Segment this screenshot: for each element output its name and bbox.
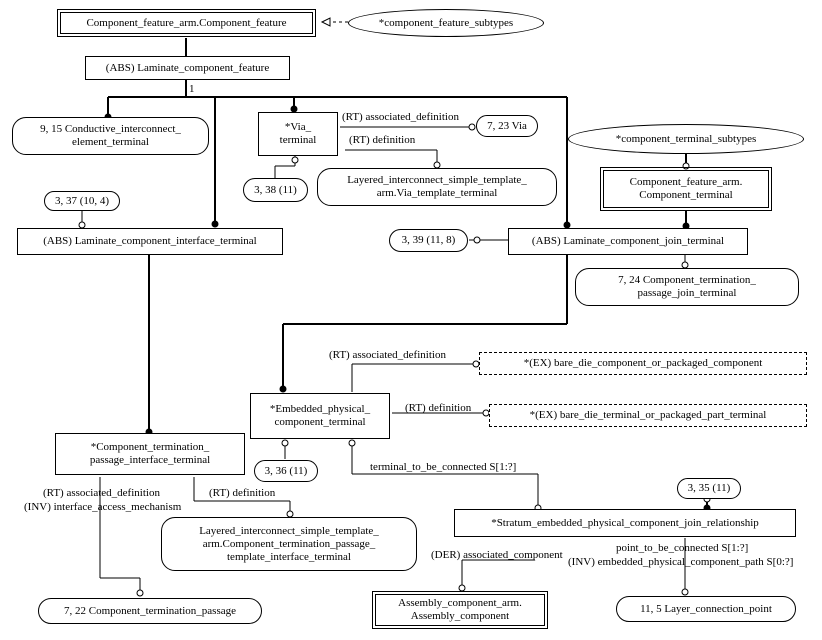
bare-die-component-label: *(EX) bare_die_component_or_packaged_com… bbox=[523, 357, 763, 369]
passage-def-label: (RT) definition bbox=[209, 487, 276, 499]
via-template-line2: arm.Via_template_terminal bbox=[376, 187, 498, 199]
via-terminal-line1: *Via_ bbox=[284, 121, 312, 133]
passage-join-terminal-ref: 7, 24 Component_termination_ passage_joi… bbox=[575, 268, 799, 306]
via-template-line1: Layered_interconnect_simple_template_ bbox=[347, 174, 527, 186]
passage-interface-terminal-box: *Component_termination_ passage_interfac… bbox=[55, 433, 245, 475]
laminate-interface-terminal-label: (ABS) Laminate_component_interface_termi… bbox=[43, 235, 257, 247]
interface-page-ref-label: 3, 37 (10, 4) bbox=[54, 194, 110, 207]
component-feature-subtypes-oval: *component_feature_subtypes bbox=[348, 9, 544, 37]
via-def-label: (RT) definition bbox=[349, 134, 416, 146]
bare-die-terminal-label: *(EX) bare_die_terminal_or_packaged_part… bbox=[529, 409, 767, 421]
laminate-join-terminal-box: (ABS) Laminate_component_join_terminal bbox=[508, 228, 748, 255]
join-page-ref-label: 3, 39 (11, 8) bbox=[401, 234, 456, 246]
passage-template-line1: Layered_interconnect_simple_template_ bbox=[199, 524, 379, 537]
subtypes-arrowhead bbox=[320, 17, 331, 27]
bare-die-component-box: *(EX) bare_die_component_or_packaged_com… bbox=[479, 352, 807, 375]
conductive-terminal-line2: element_terminal bbox=[72, 136, 149, 148]
conductive-terminal-ref: 9, 15 Conductive_interconnect_ element_t… bbox=[12, 117, 209, 155]
interface-page-ref: 3, 37 (10, 4) bbox=[44, 191, 120, 211]
terminal-to-connect-label: terminal_to_be_connected S[1:?] bbox=[370, 461, 517, 473]
component-terminal-line1: Component_feature_arm. bbox=[629, 176, 743, 188]
component-feature-label: Component_feature_arm.Component_feature bbox=[86, 16, 287, 29]
passage-join-terminal-line1: 7, 24 Component_termination_ bbox=[618, 274, 756, 286]
via-ref: 7, 23 Via bbox=[476, 115, 538, 137]
assembly-component-line1: Assembly_component_arm. bbox=[398, 597, 522, 609]
join-page-ref: 3, 39 (11, 8) bbox=[389, 229, 468, 252]
component-feature-box: Component_feature_arm.Component_feature bbox=[57, 9, 316, 37]
laminate-component-feature-label: (ABS) Laminate_component_feature bbox=[105, 61, 270, 74]
embedded-assoc-def-label: (RT) associated_definition bbox=[329, 349, 446, 361]
layer-connection-point-label: 11, 5 Layer_connection_point bbox=[640, 602, 772, 615]
via-template-ref: Layered_interconnect_simple_template_ ar… bbox=[317, 168, 557, 206]
assembly-component-box: Assembly_component_arm. Assembly_compone… bbox=[372, 591, 548, 629]
component-terminal-box: Component_feature_arm. Component_termina… bbox=[600, 167, 772, 211]
passage-interface-line2: passage_interface_terminal bbox=[89, 454, 211, 466]
passage-join-terminal-line2: passage_join_terminal bbox=[637, 287, 737, 299]
component-terminal-line2: Component_terminal bbox=[639, 189, 733, 201]
laminate-component-feature-box: (ABS) Laminate_component_feature bbox=[85, 56, 290, 80]
layer-connection-point-ref: 11, 5 Layer_connection_point bbox=[616, 596, 796, 622]
laminate-interface-terminal-box: (ABS) Laminate_component_interface_termi… bbox=[17, 228, 283, 255]
conductive-terminal-line1: 9, 15 Conductive_interconnect_ bbox=[40, 123, 181, 135]
cardinality-label: 1 bbox=[189, 83, 195, 95]
component-terminal-subtypes-oval: *component_terminal_subtypes bbox=[568, 124, 804, 154]
embedded-page-ref-label: 3, 36 (11) bbox=[264, 464, 308, 477]
stratum-relationship-label: *Stratum_embedded_physical_component_joi… bbox=[491, 516, 759, 529]
stratum-page-ref-label: 3, 35 (11) bbox=[687, 482, 731, 494]
point-to-connect-label: point_to_be_connected S[1:?] bbox=[616, 542, 749, 554]
laminate-join-terminal-label: (ABS) Laminate_component_join_terminal bbox=[531, 235, 725, 247]
embedded-def-label: (RT) definition bbox=[405, 402, 472, 414]
embedded-page-ref: 3, 36 (11) bbox=[254, 460, 318, 482]
via-assoc-def-label: (RT) associated_definition bbox=[342, 111, 459, 123]
termination-passage-label: 7, 22 Component_termination_passage bbox=[64, 604, 236, 617]
bare-die-terminal-box: *(EX) bare_die_terminal_or_packaged_part… bbox=[489, 404, 807, 427]
via-terminal-box: *Via_ terminal bbox=[258, 112, 338, 156]
embedded-terminal-box: *Embedded_physical_ component_terminal bbox=[250, 393, 390, 439]
embedded-terminal-line1: *Embedded_physical_ bbox=[269, 403, 371, 415]
via-ref-label: 7, 23 Via bbox=[487, 119, 527, 132]
embedded-terminal-line2: component_terminal bbox=[274, 416, 366, 428]
termination-passage-ref: 7, 22 Component_termination_passage bbox=[38, 598, 262, 624]
relationship-ends bbox=[78, 123, 711, 597]
passage-access-label: (INV) interface_access_mechanism bbox=[24, 501, 182, 513]
passage-assoc-def-label: (RT) associated_definition bbox=[43, 487, 160, 499]
inv-path-label: (INV) embedded_physical_component_path S… bbox=[568, 556, 794, 568]
stratum-page-ref: 3, 35 (11) bbox=[677, 478, 741, 499]
der-assoc-comp-label: (DER) associated_component bbox=[431, 549, 563, 561]
passage-interface-line1: *Component_termination_ bbox=[90, 441, 210, 453]
via-page-ref: 3, 38 (11) bbox=[243, 178, 308, 202]
assembly-component-line2: Assembly_component bbox=[410, 610, 510, 622]
via-page-ref-label: 3, 38 (11) bbox=[254, 183, 297, 196]
via-terminal-line2: terminal bbox=[279, 134, 317, 146]
passage-template-line2: arm.Component_termination_passage_ bbox=[202, 537, 376, 550]
passage-template-line3: template_interface_terminal bbox=[227, 550, 351, 563]
passage-template-ref: Layered_interconnect_simple_template_ ar… bbox=[161, 517, 417, 571]
stratum-relationship-box: *Stratum_embedded_physical_component_joi… bbox=[454, 509, 796, 537]
component-terminal-subtypes-label: *component_terminal_subtypes bbox=[615, 132, 757, 145]
component-feature-subtypes-label: *component_feature_subtypes bbox=[378, 16, 514, 29]
